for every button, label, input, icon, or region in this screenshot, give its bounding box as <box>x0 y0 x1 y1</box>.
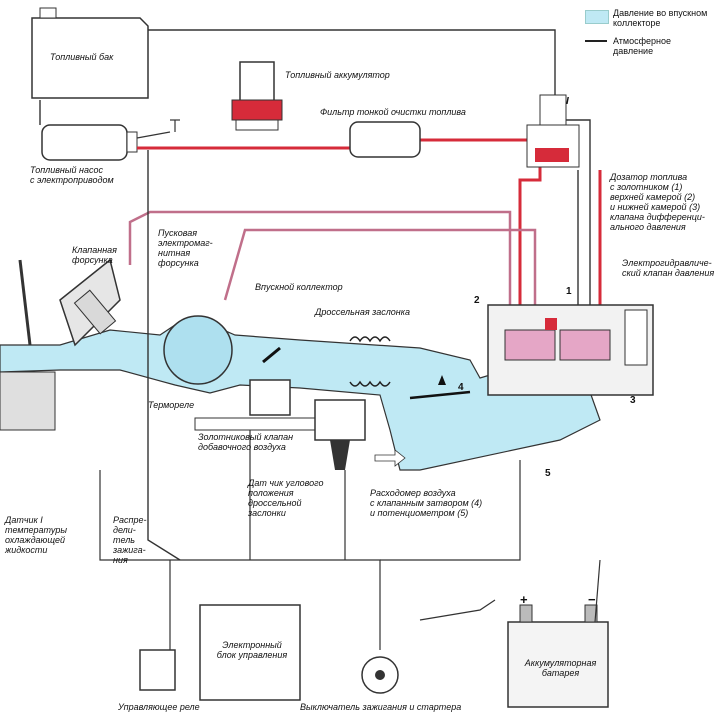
point-I: I <box>566 96 569 107</box>
legend: Давление во впускном коллекторе Атмосфер… <box>585 8 720 68</box>
intake-airflow <box>0 315 601 471</box>
label-aux-air: Золотниковый клапан добавочного воздуха <box>198 432 294 452</box>
label-injector: Клапанная форсунка <box>72 245 117 265</box>
legend-intake-label: Давление во впускном коллекторе <box>613 8 708 28</box>
fuel-filter <box>349 121 421 158</box>
label-accumulator: Топливный аккумулятор <box>285 70 390 80</box>
bellows-bottom <box>349 380 391 387</box>
label-intake-manifold: Впускной коллектор <box>255 282 343 292</box>
fuel-accumulator <box>231 61 283 131</box>
control-pipes <box>128 210 537 305</box>
legend-swatch-intake <box>585 10 609 24</box>
callout-5: 5 <box>545 468 551 479</box>
throttle-plate <box>262 346 281 364</box>
wiring <box>99 430 601 650</box>
battery-minus: − <box>588 592 596 607</box>
fuel-tank <box>31 7 149 99</box>
air-arrow <box>374 449 406 467</box>
callout-2: 2 <box>474 295 480 306</box>
label-coolant-sensor: Датчик I температуры охлаждающей жидкост… <box>5 515 67 555</box>
label-throttle-sensor: Дат чик углового положения дроссельной з… <box>248 478 324 518</box>
fuel-pump <box>41 119 180 161</box>
ignition-switch <box>361 656 399 694</box>
engine-head <box>0 258 121 431</box>
label-throttle: Дроссельная заслонка <box>315 307 411 317</box>
airflow-up-arrow <box>438 375 446 385</box>
battery <box>507 604 609 708</box>
label-ecu: Электронный блок управления <box>216 640 288 660</box>
relay-box <box>139 649 176 691</box>
label-distributor-doser: Дозатор топлива с золотником (1) верхней… <box>610 172 705 232</box>
legend-atm-label: Атмосферное давление <box>613 36 672 56</box>
callout-4: 4 <box>458 382 464 393</box>
label-battery: Аккумуляторная батарея <box>524 658 597 678</box>
callout-1: 1 <box>566 286 572 297</box>
label-fuel-tank: Топливный бак <box>50 52 114 62</box>
label-thermo-relay: Термореле <box>148 400 195 410</box>
bellows-top <box>349 336 391 343</box>
label-ehv: Электрогидравличе- ский клапан давления <box>622 258 715 278</box>
label-airflow: Расходомер воздуха с клапанным затвором … <box>370 488 483 518</box>
legend-line-atm <box>585 40 607 42</box>
pressure-regulator <box>526 94 580 168</box>
throttle-sensor <box>314 399 366 470</box>
label-fuel-pump: Топливный насос с электроприводом <box>30 165 114 185</box>
battery-plus: + <box>520 592 528 607</box>
airflow-plate-4 <box>409 390 471 400</box>
label-filter: Фильтр тонкой очистки топлива <box>320 107 466 117</box>
label-ignition-distributor: Распре- дели- тель зажига- ния <box>113 515 147 565</box>
ecu-box <box>199 604 301 701</box>
label-relay: Управляющее реле <box>118 702 200 712</box>
manifold-plenum <box>163 315 233 385</box>
return-lines <box>39 29 591 561</box>
callout-3: 3 <box>630 395 636 406</box>
label-start-valve: Пусковая электромаг- нитная форсунка <box>158 228 213 268</box>
label-ignition-switch: Выключатель зажигания и стартера <box>300 702 462 712</box>
fuel-distributor <box>487 304 654 396</box>
